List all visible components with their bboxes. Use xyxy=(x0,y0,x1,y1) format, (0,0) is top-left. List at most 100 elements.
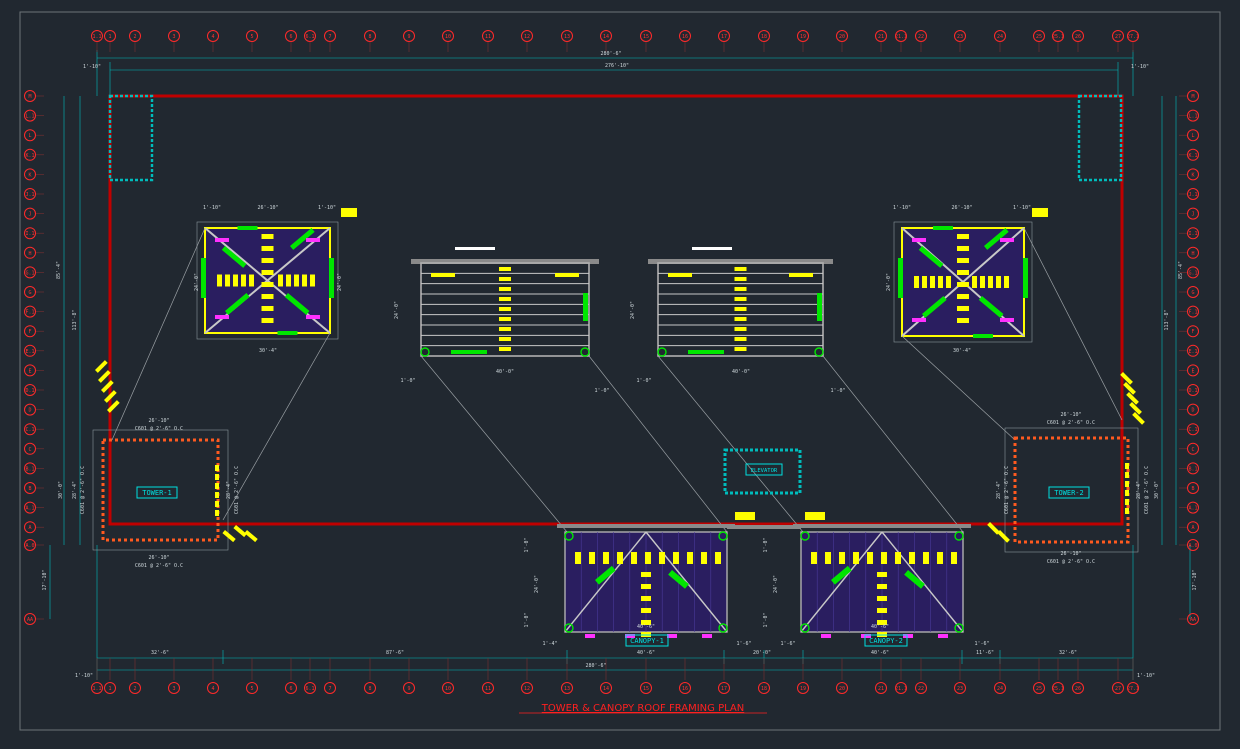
canopy-edge xyxy=(793,524,971,528)
grid-row-label: F.1 xyxy=(1188,310,1197,316)
grid-row-label: K xyxy=(28,172,31,178)
canopy-detail-member xyxy=(499,277,511,281)
grid-row-label: E.1 xyxy=(1188,349,1197,355)
tower-detail-member xyxy=(922,276,927,288)
bottom-seg-7: 32'-6" xyxy=(1059,650,1077,656)
canopy-detail-member xyxy=(734,267,747,271)
canopy-member xyxy=(877,572,887,577)
grid-col-bubble xyxy=(561,682,573,694)
grid-row-bubble xyxy=(1187,539,1199,551)
grid-row-bubble xyxy=(24,344,36,357)
bottom-seg-3: 40'-6" xyxy=(637,650,655,656)
canopy-detail-side xyxy=(817,293,822,321)
tower-1-width-top: 26'-10" xyxy=(148,418,169,424)
canopy-connector xyxy=(903,634,913,638)
grid-col-bubble xyxy=(895,30,907,42)
grid-col-label: 17 xyxy=(721,34,727,40)
grid-col-label: 24 xyxy=(997,34,1003,40)
canopy-connector xyxy=(938,634,948,638)
sheet-border xyxy=(19,11,1221,731)
grid-col-label: 2 xyxy=(133,686,136,692)
grid-col-label: 27.1 xyxy=(1127,34,1139,40)
grid-row-bubble xyxy=(1187,168,1199,181)
canopy-member xyxy=(575,552,581,564)
canopy-1-edge-top: 1'-0" xyxy=(524,537,530,552)
grid-row-label: C xyxy=(1191,447,1194,453)
bottom-seg-6: 11'-6" xyxy=(976,650,994,656)
grid-col-bubble xyxy=(836,682,848,694)
canopy-detail-member xyxy=(499,297,511,301)
tower-detail-1-bottom: 30'-4" xyxy=(259,348,277,354)
canopy-column xyxy=(954,531,964,541)
tower-1-label-box xyxy=(136,486,178,499)
canopy-diagonal xyxy=(881,531,964,633)
canopy-detail-member xyxy=(734,297,747,301)
tower-detail-member xyxy=(261,258,274,263)
tower-member xyxy=(215,492,219,498)
tower-detail-member xyxy=(261,246,274,251)
bottom-seg-2: 87'-6" xyxy=(386,650,404,656)
tower-member xyxy=(215,501,219,507)
grid-row-bubble xyxy=(1187,442,1199,455)
grid-col-bubble xyxy=(679,30,691,42)
tower-2-spacing-left: C601 @ 2'-6" O.C xyxy=(1004,466,1010,514)
grid-row-bubble xyxy=(24,501,36,514)
grid-row-label: M xyxy=(28,94,31,100)
canopy-connector xyxy=(625,634,635,638)
tower-detail-brace xyxy=(290,228,315,250)
angled-member xyxy=(101,380,114,393)
canopy-member xyxy=(853,552,859,564)
tower-detail-member xyxy=(1004,276,1009,288)
grid-row-bubble xyxy=(24,109,36,122)
left-height-dim-1: 85'-4" xyxy=(56,261,62,279)
tower-1-spacing-top: C601 @ 2'-6" O.C xyxy=(135,426,183,432)
grid-col-label: 1.1 xyxy=(92,686,101,692)
tower-detail-1-side: 24'-0" xyxy=(194,273,200,291)
grid-row-bubble xyxy=(24,305,36,318)
tower-detail-side xyxy=(898,258,903,298)
grid-row-label: L xyxy=(28,133,31,139)
grid-row-label: B.1 xyxy=(1188,466,1197,472)
grid-row-label: A xyxy=(1191,525,1194,531)
tower-detail-member xyxy=(930,276,935,288)
canopy-member xyxy=(701,552,707,564)
bottom-left-edge-dim: 1'-10" xyxy=(75,673,93,679)
tower-detail-side xyxy=(201,258,206,298)
detail-outline xyxy=(196,221,339,340)
grid-row-bubble xyxy=(24,227,36,240)
canopy-connector xyxy=(821,634,831,638)
grid-row-label: B xyxy=(1191,486,1194,492)
grid-col-bubble xyxy=(1072,682,1084,694)
grid-col-label: 6.1 xyxy=(305,686,314,692)
angled-member xyxy=(1126,391,1139,405)
left-height-dim-2: 113'-8" xyxy=(72,309,78,330)
grid-row-label: B.1 xyxy=(25,466,34,472)
detail-outline xyxy=(893,221,1033,343)
canopy-detail-member xyxy=(734,287,747,291)
grid-col-bubble xyxy=(91,682,103,694)
canopy-detail-member xyxy=(668,273,692,277)
tower-detail-bottom-member xyxy=(973,334,993,338)
canopy-detail-column xyxy=(814,347,824,357)
canopy-diagonal xyxy=(645,531,728,633)
grid-row-bubble xyxy=(1187,482,1199,494)
tower-detail-member xyxy=(946,276,951,288)
grid-col-bubble xyxy=(324,682,336,694)
canopy-edge xyxy=(557,524,735,528)
canopy-connector xyxy=(585,634,595,638)
canopy-member xyxy=(645,552,651,564)
grid-col-label: 20 xyxy=(839,686,845,692)
tower-detail-bottom-member xyxy=(277,331,298,335)
grid-row-bubble xyxy=(24,384,36,396)
canopy-column xyxy=(800,531,810,541)
grid-col-bubble xyxy=(482,682,494,694)
grid-row-label: E xyxy=(28,368,31,374)
canopy-brace xyxy=(595,565,616,585)
grid-col-label: 24 xyxy=(997,686,1003,692)
detail-plans xyxy=(111,208,1123,533)
grid-row-label: A.0 xyxy=(25,543,34,549)
canopy-detail-column xyxy=(420,347,430,357)
grid-col-label: 27.1 xyxy=(1127,686,1139,692)
grid-col-bubble xyxy=(246,682,258,694)
angled-member xyxy=(107,400,120,413)
